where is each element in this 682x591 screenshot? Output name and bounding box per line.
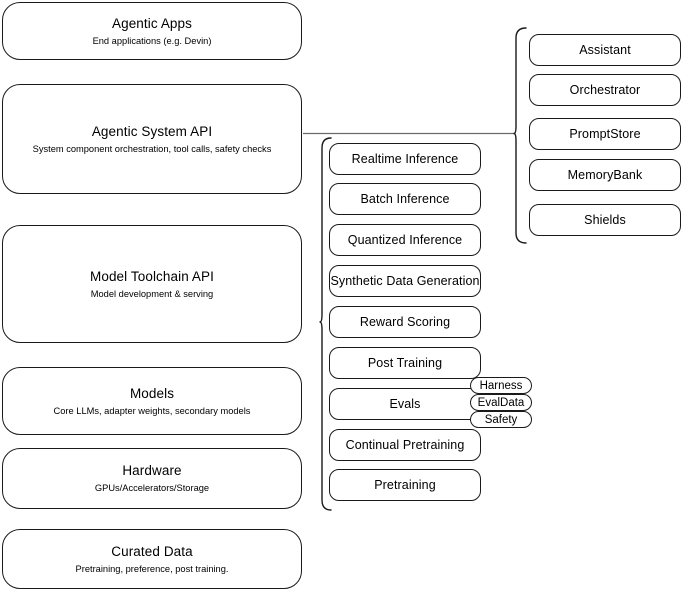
toolchain-item-pretraining[interactable]: Pretraining <box>329 469 481 501</box>
layer-subtitle: Pretraining, preference, post training. <box>75 563 229 574</box>
layer-model-toolchain-api[interactable]: Model Toolchain API Model development & … <box>2 225 302 343</box>
toolchain-item-quantized-inference[interactable]: Quantized Inference <box>329 224 481 256</box>
system-component-memorybank[interactable]: MemoryBank <box>529 159 681 191</box>
layer-agentic-apps[interactable]: Agentic Apps End applications (e.g. Devi… <box>2 2 302 60</box>
system-component-shields[interactable]: Shields <box>529 204 681 236</box>
item-label: Evals <box>389 396 421 411</box>
layer-title: Models <box>129 385 175 401</box>
eval-tag-label: Harness <box>479 379 523 392</box>
eval-tag-safety[interactable]: Safety <box>470 411 532 428</box>
toolchain-item-batch-inference[interactable]: Batch Inference <box>329 183 481 215</box>
eval-tag-evaldata[interactable]: EvalData <box>470 394 532 411</box>
item-label: Realtime Inference <box>351 151 459 166</box>
item-label: Reward Scoring <box>359 314 451 329</box>
layer-curated-data[interactable]: Curated Data Pretraining, preference, po… <box>2 529 302 589</box>
item-label: Quantized Inference <box>347 232 463 247</box>
toolchain-item-post-training[interactable]: Post Training <box>329 347 481 379</box>
item-label: PromptStore <box>569 126 641 141</box>
toolchain-item-continual-pretraining[interactable]: Continual Pretraining <box>329 429 481 461</box>
layer-hardware[interactable]: Hardware GPUs/Accelerators/Storage <box>2 448 302 509</box>
item-label: Post Training <box>367 355 443 370</box>
item-label: MemoryBank <box>567 167 643 182</box>
layer-subtitle: GPUs/Accelerators/Storage <box>94 483 210 493</box>
layer-subtitle: Model development & serving <box>90 288 214 299</box>
system-component-assistant[interactable]: Assistant <box>529 34 681 66</box>
eval-tag-harness[interactable]: Harness <box>470 377 532 394</box>
toolchain-item-evals[interactable]: Evals <box>329 388 481 420</box>
system-component-promptstore[interactable]: PromptStore <box>529 118 681 150</box>
toolchain-item-synthetic-data-generation[interactable]: Synthetic Data Generation <box>329 265 481 297</box>
item-label: Shields <box>584 212 626 227</box>
layer-title: Model Toolchain API <box>90 268 214 284</box>
layer-title: Curated Data <box>111 543 193 559</box>
system-component-orchestrator[interactable]: Orchestrator <box>529 74 681 106</box>
layer-models[interactable]: Models Core LLMs, adapter weights, secon… <box>2 367 302 435</box>
toolchain-item-realtime-inference[interactable]: Realtime Inference <box>329 143 481 175</box>
layer-title: Agentic Apps <box>111 15 192 31</box>
item-label: Batch Inference <box>360 191 450 206</box>
layer-subtitle: End applications (e.g. Devin) <box>92 35 212 46</box>
item-label: Assistant <box>579 42 631 57</box>
layer-subtitle: Core LLMs, adapter weights, secondary mo… <box>53 405 251 416</box>
eval-tag-label: EvalData <box>477 396 525 409</box>
system-components-brace <box>513 27 527 244</box>
layer-title: Agentic System API <box>91 123 213 139</box>
layer-subtitle: System component orchestration, tool cal… <box>32 143 272 154</box>
layer-agentic-system-api[interactable]: Agentic System API System component orch… <box>2 84 302 194</box>
eval-tag-label: Safety <box>484 413 518 426</box>
item-label: Synthetic Data Generation <box>330 273 480 288</box>
toolchain-item-reward-scoring[interactable]: Reward Scoring <box>329 306 481 338</box>
layer-title: Hardware <box>122 463 182 478</box>
item-label: Orchestrator <box>569 82 641 97</box>
item-label: Continual Pretraining <box>345 437 465 452</box>
item-label: Pretraining <box>374 477 436 492</box>
